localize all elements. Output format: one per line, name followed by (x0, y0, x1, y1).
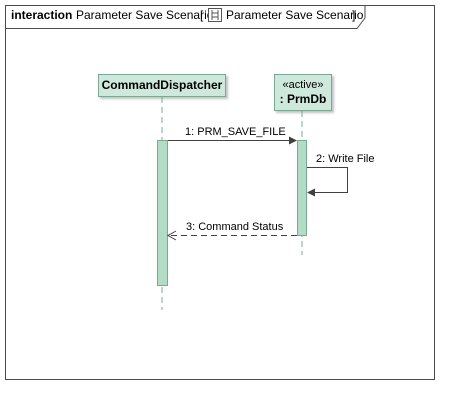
message-3[interactable]: 3: Command Status (166, 221, 297, 241)
filled-arrowhead-icon (307, 188, 315, 197)
open-arrowhead-icon (166, 230, 177, 241)
frame-reference-name: Parameter Save Scenario (226, 8, 364, 22)
filled-arrowhead-icon (289, 136, 297, 145)
frame-reference-open: [ (200, 8, 204, 22)
sequence-diagram-icon (208, 8, 222, 22)
lifeline-head[interactable] (98, 74, 226, 97)
lifeline-head[interactable] (274, 74, 332, 111)
activation-bar-command-dispatcher[interactable] (157, 140, 168, 286)
message-label: 1: PRM_SAVE_FILE (185, 126, 286, 138)
frame-keyword: interaction (11, 8, 72, 22)
lifeline-name: : PrmDb (280, 92, 327, 106)
lifeline-name: CommandDispatcher (102, 78, 223, 92)
lifeline-stereotype: «active» (283, 79, 324, 91)
frame-name: Parameter Save Scenario (76, 8, 214, 22)
message-label: 2: Write File (316, 153, 374, 165)
frame-reference-close: ] (352, 8, 355, 22)
activation-bar-prmdb[interactable] (297, 140, 307, 236)
message-2[interactable]: 2: Write File (307, 153, 374, 197)
message-label: 3: Command Status (186, 221, 284, 233)
message-line (307, 167, 348, 193)
message-1[interactable]: 1: PRM_SAVE_FILE (168, 126, 297, 145)
interaction-frame (5, 5, 435, 380)
lifeline-prmdb[interactable]: «active» : PrmDb (274, 74, 332, 111)
frame-heading-tab (5, 5, 366, 29)
lifeline-command-dispatcher[interactable]: CommandDispatcher (98, 74, 226, 97)
